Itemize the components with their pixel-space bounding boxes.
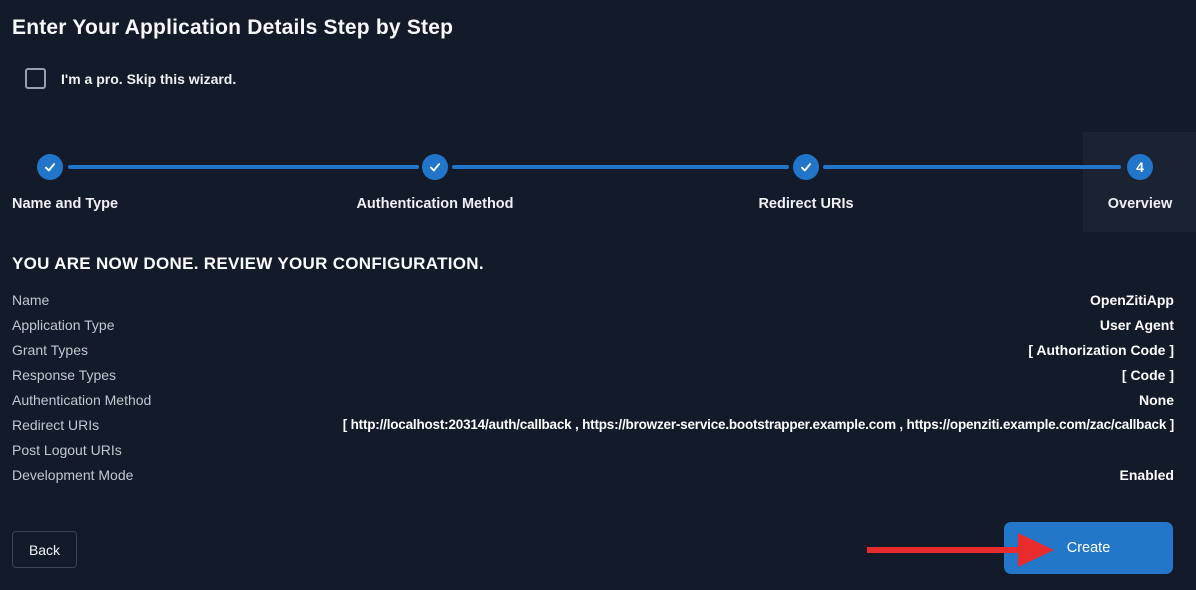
row-label: Authentication Method xyxy=(12,391,152,408)
step-4-indicator: 4 xyxy=(1127,154,1153,180)
stepper-connector xyxy=(823,165,1121,169)
summary-row-authentication-method: Authentication Method None xyxy=(12,387,1174,412)
row-value: OpenZitiApp xyxy=(1090,291,1174,308)
summary-row-name: Name OpenZitiApp xyxy=(12,287,1174,312)
summary-row-response-types: Response Types [ Code ] xyxy=(12,362,1174,387)
skip-wizard-row: I'm a pro. Skip this wizard. xyxy=(25,68,236,89)
step-label-redirect-uris: Redirect URIs xyxy=(758,196,854,212)
configuration-summary: Name OpenZitiApp Application Type User A… xyxy=(12,287,1174,487)
row-value: [ Code ] xyxy=(1121,366,1174,383)
check-icon xyxy=(429,163,441,172)
step-label-name-and-type: Name and Type xyxy=(12,196,119,212)
row-value: Enabled xyxy=(1119,466,1174,483)
summary-row-post-logout-uris: Post Logout URIs xyxy=(12,437,1174,462)
skip-wizard-label: I'm a pro. Skip this wizard. xyxy=(61,70,237,87)
create-button[interactable]: Create xyxy=(1004,522,1173,574)
stepper-connector xyxy=(452,165,789,169)
review-heading: YOU ARE NOW DONE. REVIEW YOUR CONFIGURAT… xyxy=(12,254,484,273)
row-label: Name xyxy=(12,291,50,308)
row-value: [ http://localhost:20314/auth/callback ,… xyxy=(342,417,1174,432)
step-label-overview: Overview xyxy=(1107,196,1173,212)
row-label: Redirect URIs xyxy=(12,416,100,433)
summary-row-redirect-uris: Redirect URIs [ http://localhost:20314/a… xyxy=(12,412,1174,437)
skip-wizard-checkbox[interactable] xyxy=(25,68,46,89)
row-value: [ Authorization Code ] xyxy=(1028,341,1174,358)
current-step-highlight xyxy=(1083,132,1196,232)
step-number: 4 xyxy=(1136,159,1144,175)
step-1-indicator xyxy=(37,154,63,180)
row-label: Post Logout URIs xyxy=(12,441,122,458)
back-button[interactable]: Back xyxy=(12,531,77,568)
summary-row-grant-types: Grant Types [ Authorization Code ] xyxy=(12,337,1174,362)
step-3-indicator xyxy=(793,154,819,180)
summary-row-development-mode: Development Mode Enabled xyxy=(12,462,1174,487)
row-label: Response Types xyxy=(12,366,117,383)
row-value: User Agent xyxy=(1099,316,1174,333)
summary-row-application-type: Application Type User Agent xyxy=(12,312,1174,337)
stepper-connector xyxy=(68,165,419,169)
page-title: Enter Your Application Details Step by S… xyxy=(12,16,454,39)
row-label: Grant Types xyxy=(12,341,89,358)
step-label-authentication-method: Authentication Method xyxy=(356,196,514,212)
step-2-indicator xyxy=(422,154,448,180)
check-icon xyxy=(44,163,56,172)
check-icon xyxy=(800,163,812,172)
row-value: None xyxy=(1139,391,1174,408)
row-label: Development Mode xyxy=(12,466,134,483)
row-label: Application Type xyxy=(12,316,115,333)
